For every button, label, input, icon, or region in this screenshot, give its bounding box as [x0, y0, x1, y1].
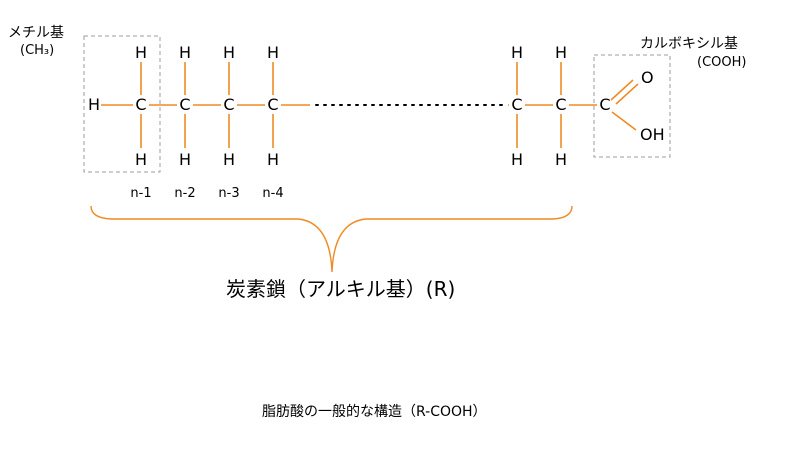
carbonyl-oxygen-atom: O	[641, 68, 654, 87]
alkyl-chain-brace	[90, 205, 573, 273]
methyl-group-label: メチル基	[8, 24, 64, 41]
hydrogen-atom-top-5: H	[511, 43, 523, 62]
carboxyl-group-box	[593, 54, 671, 158]
terminal-hydrogen-atom: H	[88, 95, 100, 114]
carboxyl-group-formula: (COOH)	[697, 55, 746, 70]
carbon-atom-1: C	[135, 95, 146, 114]
bond-carbonyl-double-b	[615, 83, 639, 105]
hydrogen-atom-top-4: H	[267, 43, 279, 62]
methyl-group-box	[83, 35, 161, 173]
hydrogen-atom-bottom-2: H	[179, 150, 191, 169]
hydrogen-atom-top-1: H	[135, 43, 147, 62]
carbon-number-label-4: n-4	[262, 186, 283, 201]
alkyl-chain-label: 炭素鎖（アルキル基）(R)	[226, 277, 455, 301]
hydrogen-atom-top-2: H	[179, 43, 191, 62]
hydrogen-atom-bottom-1: H	[135, 150, 147, 169]
bond-layer	[101, 62, 597, 148]
hydrogen-atom-bottom-3: H	[223, 150, 235, 169]
carbon-atom-5: C	[511, 95, 522, 114]
carbon-number-label-3: n-3	[218, 186, 239, 201]
carboxyl-group-label: カルボキシル基	[640, 35, 738, 52]
hydrogen-atom-bottom-5: H	[511, 150, 523, 169]
bond-carbon-hydroxyl	[611, 111, 637, 131]
hydrogen-atom-top-3: H	[223, 43, 235, 62]
carbon-atom-3: C	[223, 95, 234, 114]
carbon-number-layer: n-1 n-2 n-3 n-4	[130, 186, 283, 201]
hydrogen-atom-bottom-4: H	[267, 150, 279, 169]
figure-caption: 脂肪酸の一般的な構造（R-COOH）	[262, 404, 487, 420]
carbon-number-label-2: n-2	[174, 186, 195, 201]
hydrogen-atom-bottom-6: H	[555, 150, 567, 169]
carbon-atom-4: C	[267, 95, 278, 114]
hydrogen-atom-top-6: H	[555, 43, 567, 62]
carbon-atom-2: C	[179, 95, 190, 114]
carbon-number-label-1: n-1	[130, 186, 151, 201]
methyl-group-formula: (CH₃)	[20, 43, 54, 58]
bond-carbonyl-double-a	[610, 79, 634, 101]
carbon-atom-6: C	[555, 95, 566, 114]
atom-layer: H C H H C H H C H H C H H C H H C H H C	[88, 43, 611, 169]
hydroxyl-atom: OH	[640, 125, 665, 144]
carboxyl-carbon-atom: C	[599, 95, 610, 114]
